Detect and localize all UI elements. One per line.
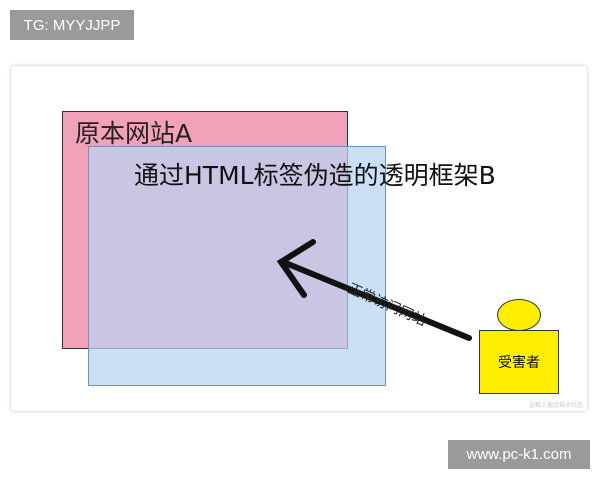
frame-a-label: 原本网站A (75, 119, 193, 148)
top-watermark-badge: TG: MYYJJPP (10, 10, 134, 40)
source-watermark: @稀土掘金技术社区 (528, 402, 583, 409)
victim-label: 受害者 (498, 355, 540, 371)
diagram-card: 原本网站A 通过HTML标签伪造的透明框架B 正常访问网站 受害者 @稀土掘金技… (11, 66, 587, 411)
victim-box: 受害者 (479, 330, 559, 394)
arrow-icon (276, 239, 472, 341)
victim-head-icon (497, 299, 541, 331)
frame-b-label: 通过HTML标签伪造的透明框架B (134, 161, 496, 190)
transparent-frame-b (88, 146, 386, 386)
bottom-url-badge: www.pc-k1.com (448, 440, 590, 469)
